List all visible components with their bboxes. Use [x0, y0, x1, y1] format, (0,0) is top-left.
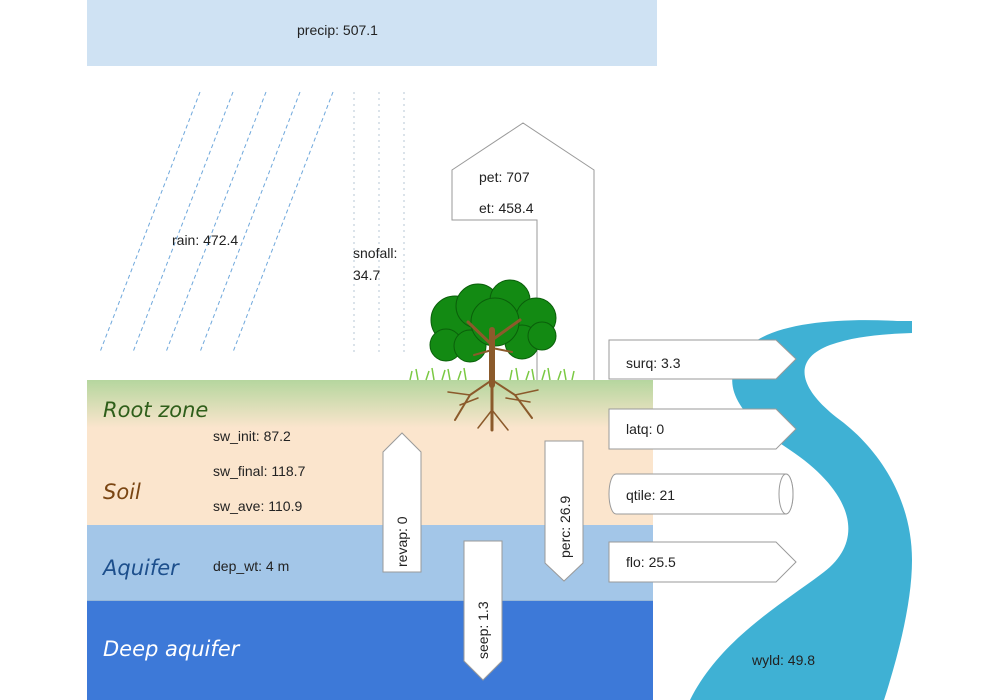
- grass: [409, 367, 575, 381]
- deep-aquifer-layer: [87, 601, 653, 700]
- pet-label: pet: 707: [479, 169, 530, 185]
- perc-label: perc: 26.9: [557, 496, 573, 558]
- wyld-label: wyld: 49.8: [751, 652, 815, 668]
- precip-label: precip: 507.1: [297, 22, 378, 38]
- flo-label: flo: 25.5: [626, 554, 676, 570]
- revap-label: revap: 0: [394, 516, 410, 567]
- root-zone-label: Root zone: [103, 398, 208, 422]
- flo-arrow: [608, 541, 797, 583]
- snowfall-lines: [353, 92, 405, 356]
- snowfall-label-line1: snofall:: [353, 245, 397, 261]
- latq-arrow: [608, 408, 797, 450]
- deep-aquifer-label: Deep aquifer: [103, 637, 241, 661]
- surq-label: surq: 3.3: [626, 355, 681, 371]
- sw-ave-label: sw_ave: 110.9: [213, 498, 302, 514]
- river-shape: [690, 320, 912, 700]
- rain-lines: [99, 91, 334, 353]
- precip-bar: [87, 0, 657, 66]
- snowfall-label-line2: 34.7: [353, 267, 380, 283]
- sw-final-label: sw_final: 118.7: [213, 463, 306, 479]
- et-label: et: 458.4: [479, 200, 534, 216]
- perc-arrow: [544, 440, 584, 582]
- aquifer-label: Aquifer: [101, 556, 180, 580]
- seep-label: seep: 1.3: [475, 601, 491, 659]
- soil-label: Soil: [103, 480, 141, 504]
- dep-wt-label: dep_wt: 4 m: [213, 558, 289, 574]
- surq-arrow: [608, 339, 797, 380]
- tree-icon: [429, 279, 557, 432]
- et-arrow: [451, 122, 595, 380]
- qtile-label: qtile: 21: [626, 487, 675, 503]
- revap-arrow: [382, 432, 422, 573]
- rain-label: rain: 472.4: [172, 232, 238, 248]
- latq-label: latq: 0: [626, 421, 664, 437]
- seep-arrow: [463, 540, 503, 681]
- sw-init-label: sw_init: 87.2: [213, 428, 291, 444]
